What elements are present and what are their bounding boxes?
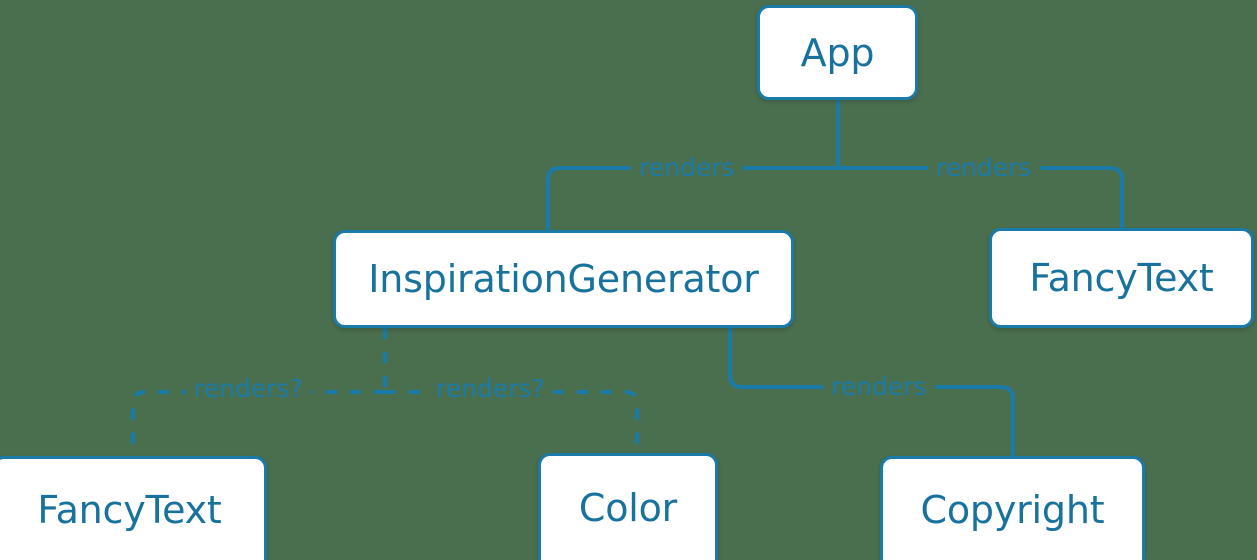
node-app[interactable]: App — [757, 5, 918, 100]
node-color-label: Color — [578, 486, 678, 530]
edge-label-inspirationgenerator-copyright: renders — [823, 374, 935, 399]
node-inspirationgenerator[interactable]: InspirationGenerator — [333, 230, 794, 328]
node-fancytext-bottom-label: FancyText — [37, 487, 222, 532]
edge-label-app-inspirationgenerator: renders — [631, 155, 743, 180]
edge-label-inspirationgenerator-fancytext: renders? — [186, 376, 311, 401]
node-color[interactable]: Color — [538, 453, 718, 560]
node-app-label: App — [800, 30, 875, 75]
edge-label-app-fancytext: renders — [928, 155, 1040, 180]
edge-inspirationgenerator-to-fancytext-maybe — [131, 390, 385, 456]
edge-inspirationgenerator-to-color-maybe — [385, 390, 639, 453]
node-fancytext-bottom[interactable]: FancyText — [0, 456, 267, 560]
node-copyright-label: Copyright — [920, 487, 1105, 532]
node-fancytext-right-label: FancyText — [1029, 256, 1214, 300]
node-inspirationgenerator-label: InspirationGenerator — [368, 257, 759, 301]
node-copyright[interactable]: Copyright — [880, 456, 1145, 560]
node-fancytext-right[interactable]: FancyText — [989, 228, 1254, 328]
edge-app-to-inspirationgenerator — [546, 166, 840, 232]
edge-app-to-fancytext — [836, 166, 1124, 230]
edge-label-inspirationgenerator-color: renders? — [428, 376, 553, 401]
